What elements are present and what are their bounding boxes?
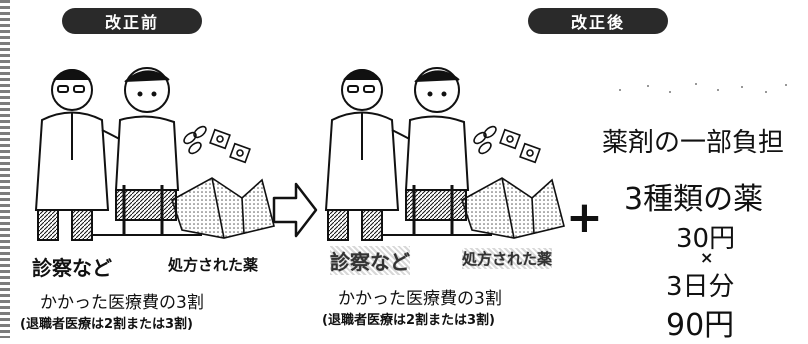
drug-copay-panel: 薬剤の一部負担 3種類の薬 30円 × 3日分 90円 <box>600 78 805 343</box>
after-prescribed-label: 処方された薬 <box>462 248 553 269</box>
patient-figure <box>92 67 202 236</box>
doctor-figure <box>324 69 423 241</box>
pills-icon <box>183 125 251 164</box>
times-sign: × <box>700 248 714 267</box>
after-care-label: 診察など <box>330 246 410 275</box>
before-cost-sub: (退職者医療は2割または3割) <box>20 317 193 332</box>
pills-icon <box>473 125 541 164</box>
blister-pack-icon <box>171 177 275 239</box>
speckle-texture <box>619 83 787 93</box>
before-prescribed-label: 処方された薬 <box>168 256 259 274</box>
price-per-day-line: 30円 <box>676 224 736 254</box>
before-care-label: 診察など <box>32 256 112 280</box>
header-before: 改正前 <box>62 8 202 34</box>
before-cost-main: かかった医療費の3割 <box>40 293 204 313</box>
after-cost-sub: (退職者医療は2割または3割) <box>322 313 495 328</box>
days-line: 3日分 <box>666 272 735 302</box>
arrow-right-icon <box>272 182 318 238</box>
scan-edge-strip <box>0 0 10 338</box>
header-after: 改正後 <box>528 8 668 34</box>
total-line: 90円 <box>666 308 735 343</box>
after-cost-main: かかった医療費の3割 <box>338 289 502 309</box>
drug-count-line: 3種類の薬 <box>624 182 764 217</box>
illustration-before <box>34 67 275 241</box>
drug-copay-title: 薬剤の一部負担 <box>602 128 785 158</box>
plus-sign: + <box>566 192 603 243</box>
blister-pack-icon <box>461 177 565 239</box>
illustration-after <box>324 67 565 241</box>
